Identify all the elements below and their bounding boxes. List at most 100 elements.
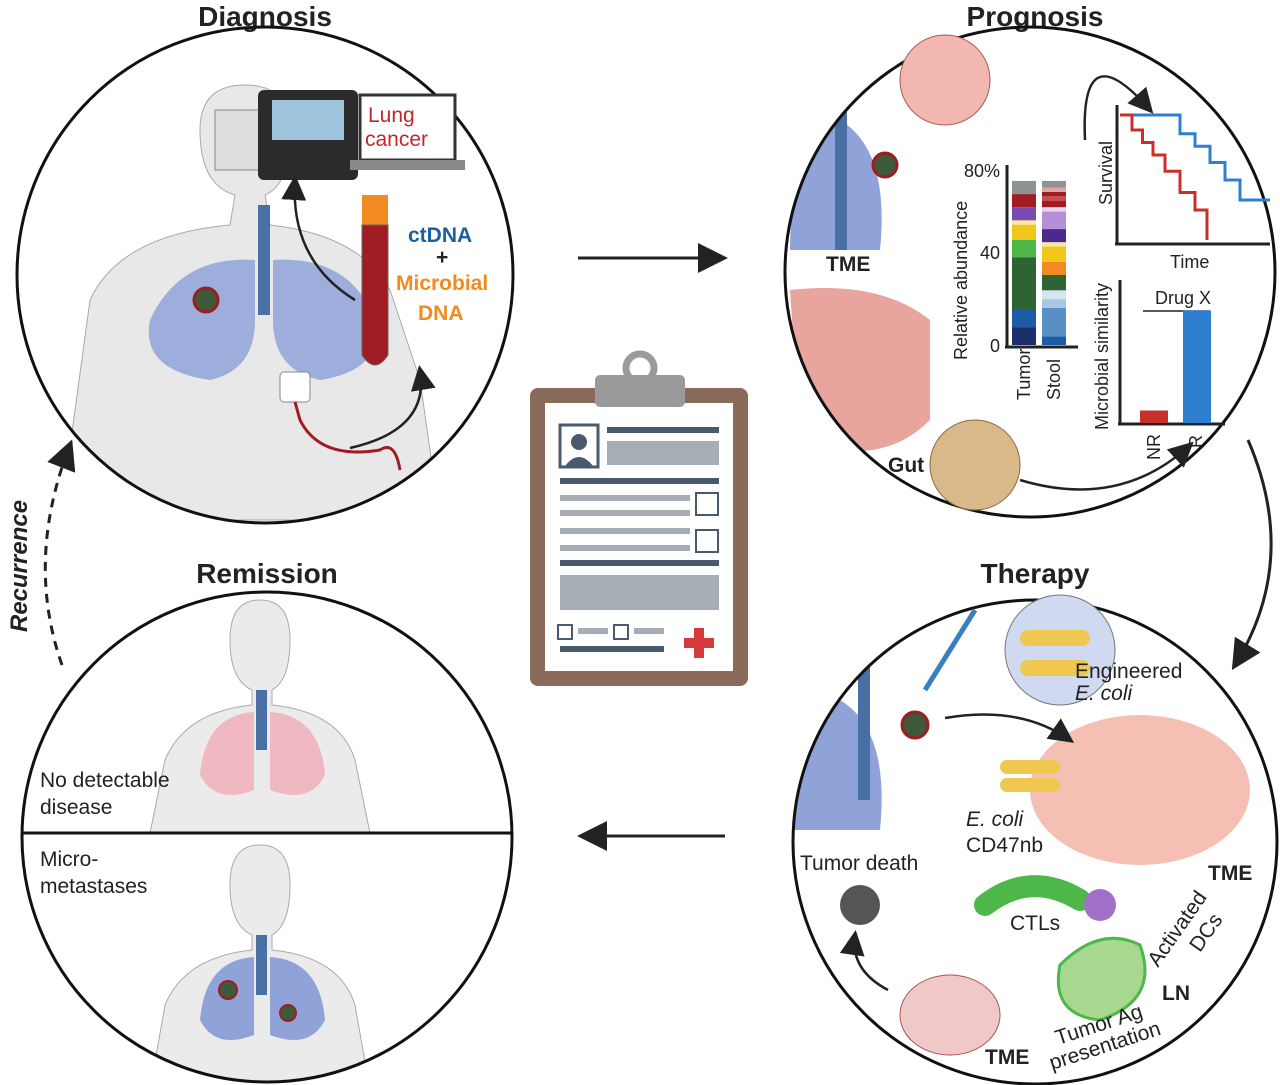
plus-label: +	[436, 246, 448, 269]
tme-label-bottom: TME	[985, 1046, 1029, 1069]
left-lung	[148, 259, 255, 380]
tumor-death-label: Tumor death	[800, 852, 918, 875]
blood-tube	[361, 224, 389, 366]
survival-ylabel: Survival	[1096, 141, 1116, 205]
prognosis-panel: TME Gut 80% 40 0 Relative abundance Tumo…	[783, 25, 1277, 519]
therapy-panel: Engineered E. coli E. coli CD47nb TME Tu…	[791, 594, 1279, 1085]
healthy-lung-left	[200, 712, 254, 795]
gut-microbe-zoom	[929, 419, 1021, 511]
arrow-to-survival	[1083, 75, 1154, 141]
right-lung	[273, 259, 377, 380]
survival-curve-1	[1120, 113, 1209, 240]
similarity-ylabel: Microbial similarity	[1092, 283, 1112, 430]
microbial-label-1: Microbial	[396, 272, 488, 295]
tick-0: 0	[990, 336, 1000, 356]
trachea	[258, 205, 270, 315]
stack-segment-stool	[1042, 307, 1066, 337]
micrometastases-label-1: Micro-	[40, 848, 98, 871]
tick-40: 40	[980, 243, 1000, 263]
remission-panel: No detectable disease Micro- metastases	[20, 590, 514, 1084]
ecoli-cd47-label-1: E. coli	[966, 808, 1025, 831]
recurrence-label: Recurrence	[6, 500, 33, 632]
no-detectable-label-1: No detectable	[40, 769, 170, 792]
arrow-to-tube	[349, 365, 436, 450]
iv-patch	[279, 371, 311, 403]
laptop-text-2: cancer	[365, 128, 428, 151]
tick-80: 80%	[964, 161, 1000, 181]
drug-x-label: Drug X	[1155, 288, 1211, 308]
arrow-to-tumor-death	[839, 930, 889, 992]
stack-segment-stool	[1042, 290, 1066, 300]
micrometastases-label-2: metastases	[40, 875, 147, 898]
stack-segment-tumor	[1012, 207, 1036, 221]
microbial-label-2: DNA	[418, 302, 464, 325]
stack-segment-stool	[1042, 196, 1066, 201]
lymph-node	[1056, 936, 1147, 1022]
clipboard-icon	[530, 350, 748, 686]
diagnosis-panel: Lung cancer ctDNA + Microbial DNA	[15, 25, 515, 525]
laptop-text-1: Lung	[368, 104, 415, 127]
stack-segment-tumor	[1012, 257, 1036, 310]
laptop	[358, 93, 457, 162]
category-nr: NR	[1144, 434, 1164, 460]
similarity-bar-nr	[1140, 410, 1168, 423]
stack-segment-tumor	[1012, 220, 1036, 225]
stack-segment-stool	[1042, 207, 1066, 212]
blood-line	[293, 401, 402, 471]
survival-chart: Survival Time	[1096, 105, 1270, 272]
stack-segment-stool	[1042, 275, 1066, 291]
stack-segment-stool	[1042, 246, 1066, 262]
arrow-prognosis-to-therapy	[1231, 439, 1273, 671]
arrow-to-similarity	[1019, 441, 1194, 491]
remission-title: Remission	[196, 558, 338, 589]
arrow-recurrence	[43, 439, 76, 666]
syringe	[922, 608, 978, 692]
stack-segment-tumor	[1012, 180, 1036, 195]
engineered-label: Engineered	[1075, 660, 1182, 683]
stack-segment-stool	[1042, 211, 1066, 230]
medical-cross-icon	[684, 628, 714, 658]
ln-label: LN	[1162, 982, 1190, 1005]
ctl-chain	[974, 875, 1091, 916]
stack-segment-stool	[1042, 299, 1066, 308]
no-detectable-label-2: disease	[40, 796, 112, 819]
similarity-bar-r	[1183, 310, 1211, 423]
stack-segment-stool	[1042, 180, 1066, 188]
ctls-label: CTLs	[1010, 912, 1060, 935]
therapy-title: Therapy	[981, 558, 1090, 589]
arrow-to-sequencer	[281, 175, 356, 302]
category-stool: Stool	[1044, 359, 1064, 400]
stack-segment-stool	[1042, 261, 1066, 275]
dead-tumor	[840, 885, 880, 925]
stack-segment-stool	[1042, 200, 1066, 208]
arrow-to-tme	[944, 713, 1075, 743]
stack-segment-tumor	[1012, 240, 1036, 258]
stack-segment-stool	[1042, 191, 1066, 197]
survival-curve-0	[1120, 113, 1270, 202]
healthy-lung-right	[270, 712, 325, 795]
ecoli-zoom	[1004, 594, 1116, 706]
abundance-ylabel: Relative abundance	[951, 201, 971, 360]
ecoli-cd47-label-2: CD47nb	[966, 834, 1043, 857]
activated-dc	[1084, 889, 1116, 921]
stack-segment-tumor	[1012, 310, 1036, 328]
stack-segment-stool	[1042, 187, 1066, 192]
tumor-microbe-zoom	[899, 34, 991, 126]
stack-segment-tumor	[1012, 327, 1036, 345]
similarity-chart: Drug X Microbial similarity NR R	[1092, 280, 1225, 460]
intestine	[790, 288, 930, 452]
ctdna-label: ctDNA	[408, 224, 472, 247]
tme-label-top: TME	[1208, 862, 1252, 885]
survival-xlabel: Time	[1170, 252, 1209, 272]
stack-segment-stool	[1042, 336, 1066, 345]
stack-segment-stool	[1042, 242, 1066, 247]
tumor	[192, 286, 220, 314]
stack-segment-tumor	[1012, 194, 1036, 208]
tube-cap	[362, 195, 388, 225]
tme-label: TME	[826, 253, 870, 276]
abundance-chart: 80% 40 0 Relative abundance Tumor Stool	[951, 161, 1078, 400]
category-tumor: Tumor	[1014, 349, 1034, 400]
tme-tumor-cells	[1030, 715, 1250, 865]
tme-killed-tumor	[899, 974, 1001, 1056]
